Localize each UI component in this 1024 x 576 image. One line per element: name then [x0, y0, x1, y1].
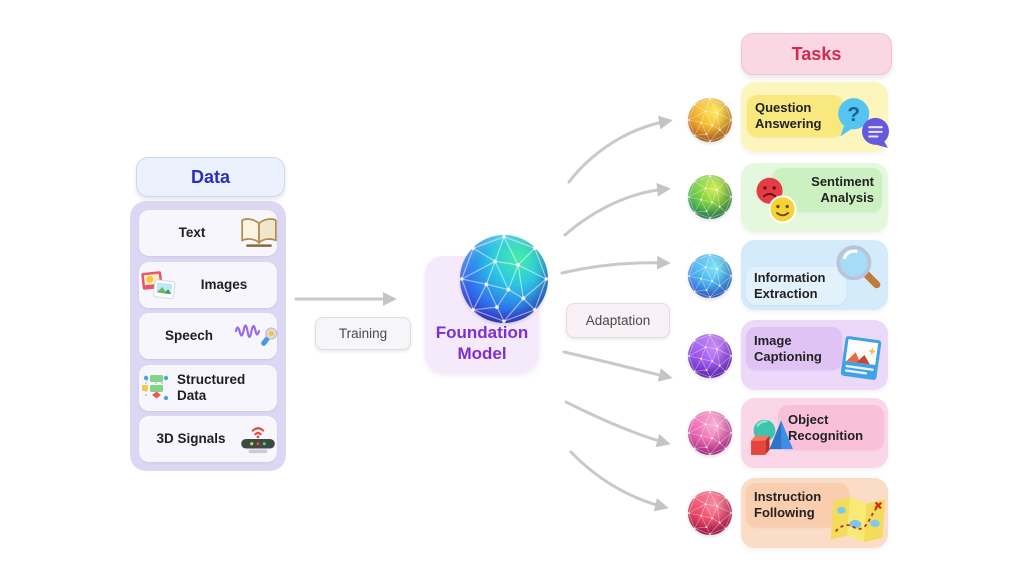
data-item-label: 3D Signals [156, 431, 226, 447]
arrow-to-question-answering [567, 115, 673, 184]
data-item-text: Text [139, 210, 277, 256]
task-label: Information Extraction [746, 267, 846, 305]
arrow-to-sentiment-analysis [563, 182, 671, 237]
question-answering-sphere-icon [688, 98, 732, 142]
object-recognition-sphere-icon [688, 411, 732, 455]
information-extraction-sphere-icon [688, 254, 732, 298]
sad-and-happy-faces-icon [756, 177, 797, 224]
training-label: Training [315, 317, 411, 350]
magnifying-glass-icon [836, 245, 881, 289]
smart-speaker-wifi-icon [241, 427, 275, 454]
waveform-microphone-icon [234, 324, 278, 346]
task-image-captioning: Image Captioning [741, 320, 888, 390]
treasure-map-icon [830, 496, 886, 542]
arrow-to-image-captioning [562, 350, 673, 382]
data-item-speech: Speech [139, 313, 278, 359]
data-item-images: Images [139, 261, 277, 308]
task-sentiment-analysis: Sentiment Analysis [741, 163, 888, 232]
data-item-label: Structured Data [177, 371, 246, 403]
task-instruction-following: Instruction Following [741, 478, 888, 548]
open-book-icon [241, 218, 277, 247]
tasks-panel-title: Tasks [741, 33, 892, 75]
task-label: Image Captioning [746, 327, 842, 370]
network-sphere-icon [460, 235, 548, 323]
data-item-label: Speech [164, 328, 214, 344]
question-and-chat-bubbles-icon: ? [838, 98, 889, 148]
flowchart-icon [142, 374, 169, 400]
task-label: Question Answering [747, 95, 843, 137]
sentiment-analysis-sphere-icon [688, 175, 732, 219]
3d-shapes-icon [751, 419, 793, 455]
question-mark-glyph: ? [847, 103, 860, 126]
data-item-3d-signals: 3D Signals [139, 416, 277, 462]
task-label: Instruction Following [746, 483, 849, 527]
task-object-recognition: Object Recognition [741, 398, 888, 468]
data-item-label: Text [178, 225, 206, 241]
task-question-answering: Question Answering ? [741, 82, 889, 152]
arrow-to-information-extraction [560, 255, 671, 275]
image-captioning-sphere-icon [688, 334, 732, 378]
data-item-structured-data: Structured Data [139, 364, 277, 411]
task-label: Object Recognition [778, 405, 884, 450]
arrow-to-instruction-following [569, 450, 669, 512]
photo-caption-card-icon [840, 336, 882, 380]
data-panel: Text I [130, 201, 286, 471]
photo-stack-icon [141, 270, 176, 299]
adaptation-label: Adaptation [566, 303, 670, 338]
instruction-following-sphere-icon [688, 491, 732, 535]
data-panel-title: Data [136, 157, 285, 197]
foundation-model-label: Foundation Model [435, 323, 529, 364]
task-information-extraction: Information Extraction [741, 240, 888, 310]
arrow-to-object-recognition [564, 400, 671, 448]
data-item-label: Images [200, 276, 248, 292]
